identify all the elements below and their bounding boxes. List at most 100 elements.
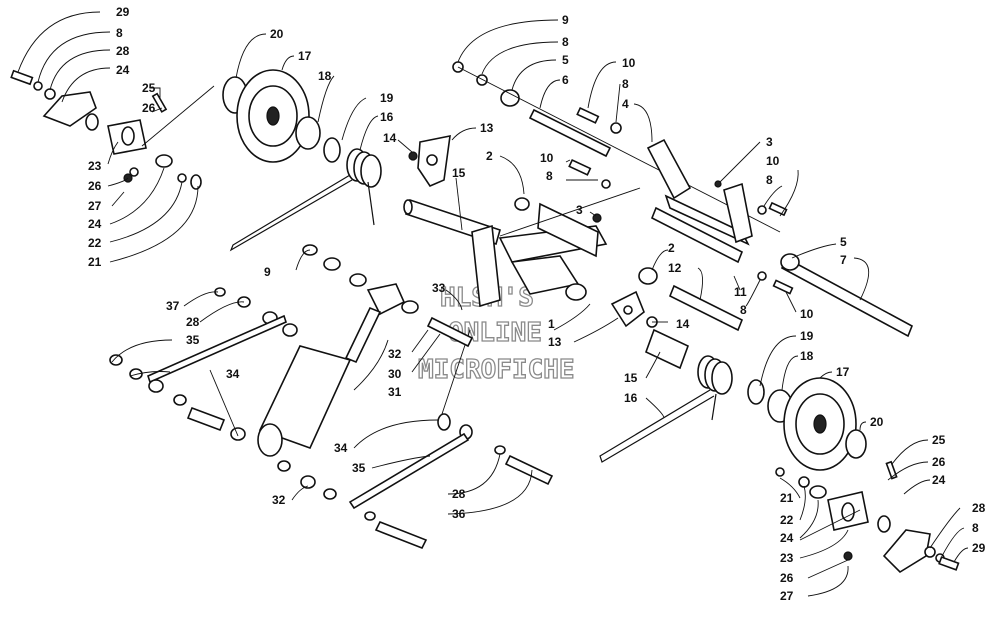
callout-number: 5 [562,53,569,67]
leader [109,167,165,225]
spacer-tube [186,406,226,432]
callout-number: 17 [836,365,850,379]
bushing-part [565,283,587,301]
bushing-part [349,273,367,287]
callout-number: 27 [88,199,102,213]
callout-number: 16 [624,391,638,405]
callout-number: 3 [766,135,773,149]
spacer-part [300,475,316,489]
bolt-part [768,201,788,217]
leader [235,33,267,79]
bolt-part [10,69,34,86]
bolt-part [568,158,592,176]
spring-arm [599,389,715,463]
leader [397,139,413,153]
spacer-part [514,197,530,211]
nut-part [592,213,602,223]
callout-number: 25 [932,433,946,447]
arm-part-right [723,182,753,244]
callout-number: 13 [548,335,562,349]
bolt-part [151,92,168,113]
callout-number: 21 [88,255,102,269]
leader [281,55,295,71]
nut-part [714,180,722,188]
leader [150,87,161,98]
callout-number: 6 [562,73,569,87]
callout-number: 36 [452,507,466,521]
callout-number: 2 [668,241,675,255]
washer-part [476,74,488,86]
washer-part [277,460,291,472]
leader [457,19,559,63]
leader [481,41,559,75]
leader [183,291,219,307]
arm-beam [664,194,750,246]
callout-number: 14 [676,317,690,331]
lockwasher-part [44,88,56,100]
callout-number: 9 [562,13,569,27]
callout-number: 13 [480,121,494,135]
callout-number: 23 [88,159,102,173]
frame-arm-left [471,224,501,308]
right-torsion-spring [599,328,733,463]
spacer-part [809,485,827,499]
leader [371,455,431,469]
callout-number: 8 [766,173,773,187]
callout-number: 11 [734,285,747,299]
arm-part [646,138,692,200]
leader [295,249,311,271]
bushing-part [230,427,246,441]
snap-ring-part [323,137,341,163]
leader-line [141,85,215,147]
callout-number: 24 [88,217,102,231]
callout-number: 28 [116,44,130,58]
left-torsion-spring [229,148,382,252]
left-linkage [109,287,298,441]
leader [573,317,619,343]
callout-number: 14 [383,131,397,145]
washer-part [33,81,43,91]
bolt-part [885,460,898,480]
bolt-part [938,556,960,571]
spacer-part [877,515,891,533]
callout-number: 21 [780,491,794,505]
leader [779,169,799,217]
callout-number: 32 [388,347,402,361]
callout-number: 1 [548,317,555,331]
center-frame-assembly [403,134,658,421]
bolt-part [374,520,428,550]
spacer-part [148,379,164,393]
callout-number: 15 [624,371,638,385]
washer-part [494,445,506,455]
callout-number: 8 [116,26,123,40]
washer-part [757,271,767,281]
callout-number: 25 [142,81,156,95]
callout-number: 31 [388,385,402,399]
callout-number: 28 [972,501,986,515]
washer-part [798,476,810,488]
spacer-part [155,154,173,168]
leader [129,371,171,377]
leader [539,79,561,109]
callout-number: 17 [298,49,312,63]
leader [645,351,661,379]
callout-number: 37 [166,299,180,313]
leader [359,115,379,151]
callout-number: 35 [186,333,200,347]
callout-number: 5 [840,235,847,249]
leader [447,453,501,495]
right-axle-end-parts [775,460,960,574]
callout-number: 8 [740,303,747,317]
leader [353,419,439,449]
watermark-line-3: MICROFICHE [418,355,575,385]
spring-arm-short [367,181,375,226]
long-bolt [147,314,287,384]
upper-right-shafts [452,61,914,338]
bottom-linkage [277,413,554,550]
callout-number: 29 [116,5,130,19]
leader [411,333,441,373]
callout-number: 15 [452,166,466,180]
callout-number: 7 [840,253,847,267]
snap-ring-part [747,379,765,405]
leader [17,11,101,73]
